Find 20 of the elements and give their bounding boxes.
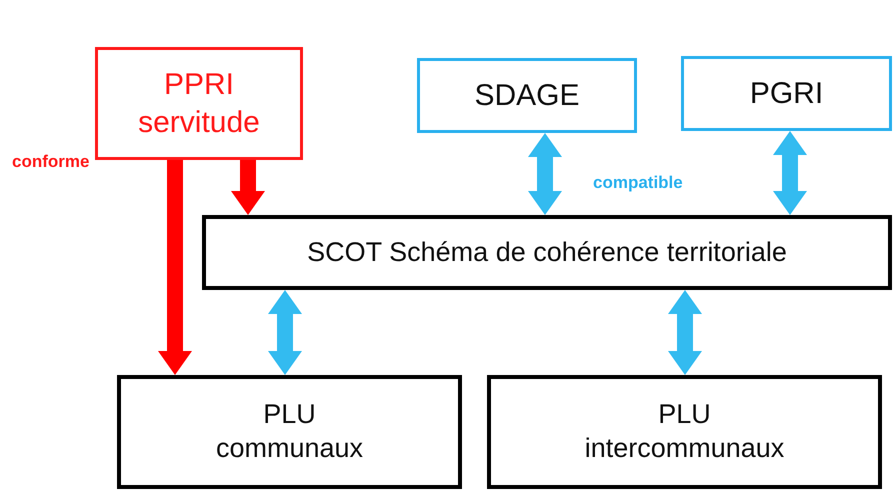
relation-label: compatible: [593, 173, 683, 193]
arrow: [528, 133, 562, 215]
text-box: [202, 215, 892, 290]
text-box: [487, 375, 882, 489]
arrow: [773, 131, 807, 215]
arrow: [231, 160, 265, 215]
text-box: [681, 56, 892, 131]
arrow: [268, 290, 302, 375]
box-label: PPRI servitude: [137, 67, 261, 140]
text-box: [417, 58, 637, 133]
arrow: [158, 160, 192, 375]
box-label: PGRI: [748, 76, 824, 112]
box-label: PLU communaux: [214, 398, 364, 465]
box-label: SDAGE: [473, 78, 581, 114]
arrow: [668, 290, 702, 375]
text-box: [117, 375, 462, 489]
text-box: [95, 47, 303, 160]
box-label: SCOT Schéma de cohérence territoriale: [306, 236, 788, 269]
relation-label: conforme: [12, 152, 90, 172]
box-label: PLU intercommunaux: [584, 398, 786, 465]
